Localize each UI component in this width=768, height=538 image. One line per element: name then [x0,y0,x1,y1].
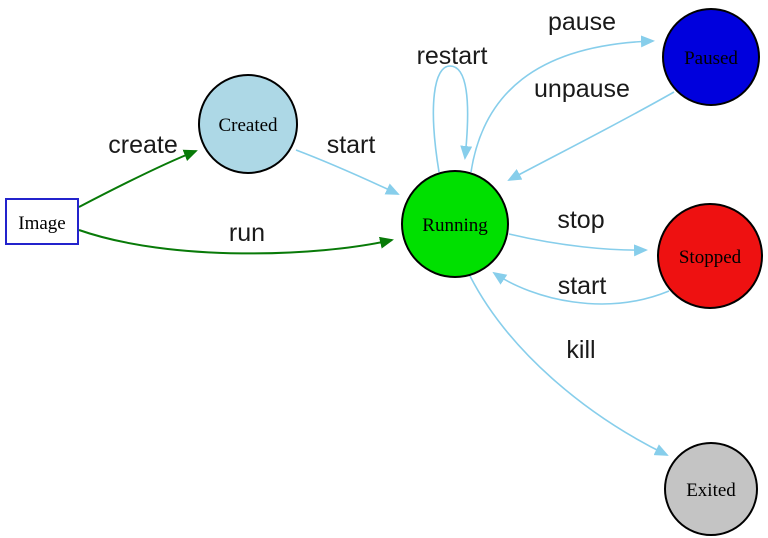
stopped-node-circle [657,203,763,309]
edge-label-start-1: start [327,131,376,159]
paused-node-circle [662,8,760,106]
edge-label-stop: stop [557,206,604,234]
edge-unpause [507,91,675,181]
edge-run [78,229,394,255]
stopped-node-label: Stopped [679,247,742,268]
edge-stop [508,233,648,257]
edge-restart-self-loop [432,65,473,173]
edge-label-create: create [108,131,177,159]
exited-node-label: Exited [686,480,736,501]
node-image: Image [5,198,79,245]
running-node-circle [401,170,509,278]
node-exited: Exited [664,442,758,536]
created-node-circle [198,74,298,174]
edge-label-restart: restart [417,42,488,70]
node-paused: Paused [662,8,760,106]
paused-node-label: Paused [684,48,738,69]
edge-label-pause: pause [548,8,616,36]
exited-node-circle [664,442,758,536]
edge-create [78,149,198,208]
edge-kill [469,275,669,456]
running-node-label: Running [422,215,488,236]
edge-label-unpause: unpause [534,75,630,103]
edge-start-created-running [295,149,400,195]
node-stopped: Stopped [657,203,763,309]
edge-label-start-2: start [558,272,607,300]
node-running: Running [401,170,509,278]
edge-start-stopped-running [492,271,670,305]
image-node-label: Image [18,213,65,234]
edge-pause [470,35,655,173]
created-node-label: Created [218,115,278,136]
node-created: Created [198,74,298,174]
edge-label-run: run [229,219,265,247]
image-node-box [5,198,79,245]
edge-label-kill: kill [566,336,595,364]
